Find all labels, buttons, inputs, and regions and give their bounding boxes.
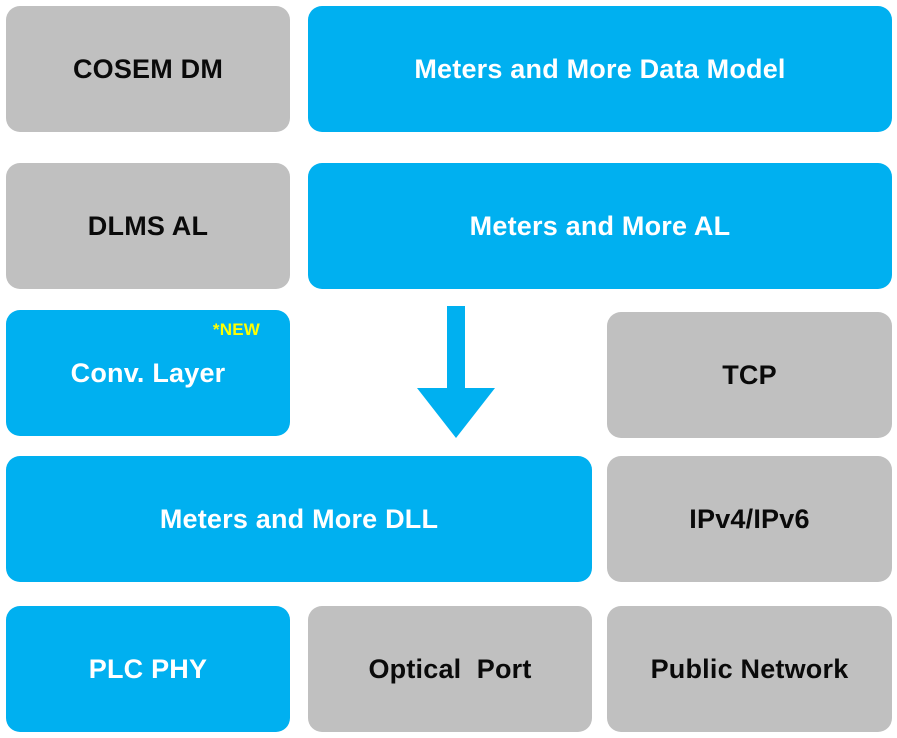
- optical-port-label: Optical Port: [368, 653, 532, 684]
- new-badge: *NEW: [212, 320, 260, 339]
- public-network-label: Public Network: [650, 653, 849, 684]
- conv-layer-label: Conv. Layer: [70, 357, 226, 388]
- dlms-al-block: DLMS AL: [6, 163, 290, 289]
- cosem-dm-label: COSEM DM: [72, 53, 224, 84]
- meters-and-more-dll-block: Meters and More DLL: [6, 456, 592, 582]
- meters-and-more-data-model-label: Meters and More Data Model: [414, 53, 786, 84]
- dlms-al-label: DLMS AL: [87, 210, 209, 241]
- optical-port-block: Optical Port: [308, 606, 592, 732]
- public-network-block: Public Network: [607, 606, 892, 732]
- plc-phy-label: PLC PHY: [88, 653, 208, 684]
- tcp-block: TCP: [607, 312, 892, 438]
- conv-layer-block: *NEW Conv. Layer: [6, 310, 290, 436]
- cosem-dm-block: COSEM DM: [6, 6, 290, 132]
- meters-and-more-al-label: Meters and More AL: [469, 210, 731, 241]
- meters-and-more-al-block: Meters and More AL: [308, 163, 892, 289]
- meters-and-more-dll-label: Meters and More DLL: [159, 503, 439, 534]
- meters-and-more-data-model-block: Meters and More Data Model: [308, 6, 892, 132]
- tcp-label: TCP: [722, 359, 777, 390]
- ipv4-ipv6-block: IPv4/IPv6: [607, 456, 892, 582]
- ipv4-ipv6-label: IPv4/IPv6: [689, 503, 810, 534]
- plc-phy-block: PLC PHY: [6, 606, 290, 732]
- down-arrow-icon: [417, 306, 495, 438]
